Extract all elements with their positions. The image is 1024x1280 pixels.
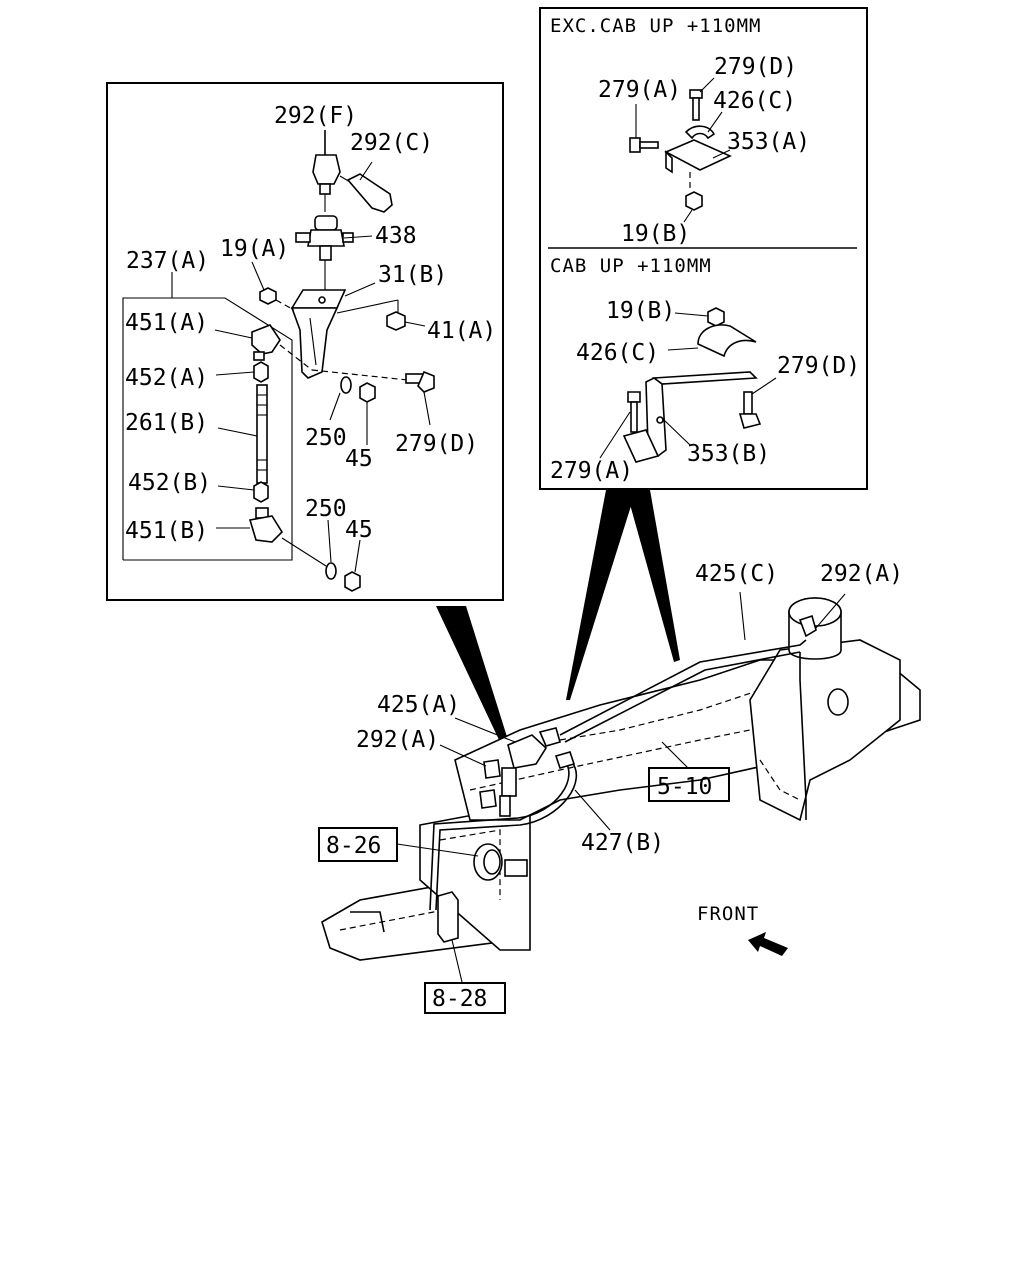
tee-fitting-438 xyxy=(295,215,373,261)
callout-427B: 427(B) xyxy=(581,830,664,856)
front-arrow-icon xyxy=(748,932,788,956)
callout-19B-exc: 19(B) xyxy=(621,221,690,247)
callout-237A: 237(A) xyxy=(126,248,209,274)
callout-451A: 451(A) xyxy=(125,310,208,336)
nut-19A xyxy=(251,261,295,311)
valve-8-26 xyxy=(396,843,528,881)
chassis-assembly xyxy=(321,591,921,983)
nut-452B xyxy=(217,481,269,503)
washer-250-lower xyxy=(325,519,337,580)
callout-279D-detail: 279(D) xyxy=(395,431,478,457)
brake-line-425C xyxy=(559,591,807,820)
callout-438: 438 xyxy=(375,223,417,249)
bolt-279A-exc xyxy=(629,104,659,153)
panel-title-cab-up: CAB UP +110MM xyxy=(550,255,712,277)
callout-425A: 425(A) xyxy=(377,692,460,718)
callout-292C: 292(C) xyxy=(350,130,433,156)
callout-279D-cab: 279(D) xyxy=(777,353,860,379)
ref-box-8-28[interactable]: 8-28 xyxy=(424,982,506,1014)
nut-19B-exc xyxy=(683,191,703,223)
callout-292A-right: 292(A) xyxy=(820,561,903,587)
callout-45-upper: 45 xyxy=(345,446,373,472)
hose-fitting-292C xyxy=(339,161,393,213)
fitting-451B xyxy=(216,507,327,567)
callout-250-lower: 250 xyxy=(305,496,347,522)
svg-text:8-28: 8-28 xyxy=(432,986,487,1012)
callout-19A: 19(A) xyxy=(220,236,289,262)
bracket-31B xyxy=(290,282,399,379)
bolt-279D-cab xyxy=(738,377,777,429)
callout-353A: 353(A) xyxy=(727,129,810,155)
callout-19B-cab: 19(B) xyxy=(606,298,675,324)
callout-353B: 353(B) xyxy=(687,441,770,467)
callout-261B: 261(B) xyxy=(125,410,208,436)
bolt-279D-detail xyxy=(405,370,435,426)
panel-title-exc-cab-up: EXC.CAB UP +110MM xyxy=(550,15,761,37)
detail-panel-left: 292(F) 292(C) 438 237(A) 19(A) 31(B) 451… xyxy=(106,82,504,601)
callout-452B: 452(B) xyxy=(128,470,211,496)
bolt-279D-exc xyxy=(689,77,715,121)
frame-mount-right xyxy=(749,639,901,822)
clip-426C-cab xyxy=(667,324,757,358)
ref-box-8-26[interactable]: 8-26 xyxy=(318,827,398,862)
callout-426C-exc: 426(C) xyxy=(713,88,796,114)
callout-292A-left: 292(A) xyxy=(356,727,439,753)
pointer-wedges xyxy=(436,490,680,742)
callout-279A-exc: 279(A) xyxy=(598,77,681,103)
variant-panel-right: EXC.CAB UP +110MM CAB UP +110MM 279(A xyxy=(539,7,868,490)
nut-19B-cab xyxy=(674,307,725,327)
callout-452A: 452(A) xyxy=(125,365,208,391)
ref-box-5-10[interactable]: 5-10 xyxy=(648,767,730,802)
fitting-292F xyxy=(312,130,341,212)
bracket-353A xyxy=(664,139,732,190)
reservoir-292A-right xyxy=(788,593,846,660)
callout-31B: 31(B) xyxy=(378,262,447,288)
clip-426C-exc xyxy=(684,111,723,140)
nut-45-lower xyxy=(344,539,361,592)
callout-250-upper: 250 xyxy=(305,425,347,451)
callout-41A: 41(A) xyxy=(427,318,496,344)
callout-451B: 451(B) xyxy=(125,518,208,544)
front-label: FRONT xyxy=(697,903,759,925)
callout-426C-cab: 426(C) xyxy=(576,340,659,366)
nut-41A xyxy=(386,300,426,331)
callout-425C: 425(C) xyxy=(695,561,778,587)
callout-45-lower: 45 xyxy=(345,517,373,543)
washer-250-upper xyxy=(329,376,352,421)
block-8-28 xyxy=(437,891,463,983)
leader-5-10 xyxy=(661,741,689,769)
fitting-451A xyxy=(214,324,313,371)
bracket-353B xyxy=(622,371,758,463)
nut-452A xyxy=(215,361,269,383)
assembly-237A xyxy=(122,272,293,561)
nut-45-upper xyxy=(359,382,376,445)
stud-261B xyxy=(217,384,268,484)
svg-text:5-10: 5-10 xyxy=(657,774,712,800)
fitting-cluster-left xyxy=(439,717,576,817)
bolt-279A-cab xyxy=(599,391,641,459)
callout-279A-cab: 279(A) xyxy=(550,458,633,484)
svg-text:8-26: 8-26 xyxy=(326,833,381,859)
callout-292F: 292(F) xyxy=(274,103,357,129)
callout-279D-exc: 279(D) xyxy=(714,54,797,80)
